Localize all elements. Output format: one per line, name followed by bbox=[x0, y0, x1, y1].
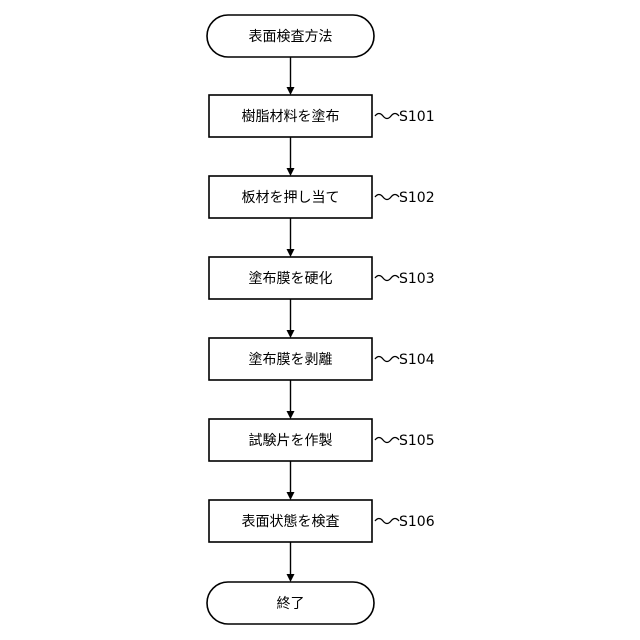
connector-s104-s105 bbox=[287, 380, 295, 419]
connector-s101-s102 bbox=[287, 137, 295, 176]
step-s103-label: 塗布膜を硬化 bbox=[249, 270, 333, 287]
step-s104-label: 塗布膜を剥離 bbox=[249, 351, 333, 368]
step-s102-code: S102 bbox=[399, 190, 435, 206]
arrow-down-icon bbox=[287, 574, 295, 582]
step-s102-label: 板材を押し当て bbox=[242, 190, 340, 206]
connector-s105-s106 bbox=[287, 461, 295, 500]
step-s104-code: S104 bbox=[399, 352, 435, 368]
step-s106: 表面状態を検査 S106 bbox=[209, 500, 435, 542]
step-s102: 板材を押し当て S102 bbox=[209, 176, 435, 218]
step-s106-code: S106 bbox=[399, 514, 435, 530]
connector-s103-s104 bbox=[287, 299, 295, 338]
arrow-down-icon bbox=[287, 249, 295, 257]
step-s103-code: S103 bbox=[399, 271, 435, 287]
arrow-down-icon bbox=[287, 168, 295, 176]
arrow-down-icon bbox=[287, 411, 295, 419]
end-terminal-label: 終了 bbox=[277, 596, 305, 612]
step-s104: 塗布膜を剥離 S104 bbox=[209, 338, 435, 380]
connector-s106-end bbox=[287, 542, 295, 582]
step-s101-code: S101 bbox=[399, 109, 435, 125]
arrow-down-icon bbox=[287, 492, 295, 500]
step-s106-leader bbox=[375, 519, 399, 524]
arrow-down-icon bbox=[287, 87, 295, 95]
end-terminal: 終了 bbox=[207, 582, 374, 624]
step-s105-label: 試験片を作製 bbox=[249, 433, 333, 449]
connector-start-s101 bbox=[287, 57, 295, 95]
connector-s102-s103 bbox=[287, 218, 295, 257]
step-s106-label: 表面状態を検査 bbox=[242, 514, 340, 530]
step-s105-code: S105 bbox=[399, 433, 435, 449]
step-s105: 試験片を作製 S105 bbox=[209, 419, 435, 461]
step-s102-leader bbox=[375, 195, 399, 200]
step-s105-leader bbox=[375, 438, 399, 443]
start-terminal: 表面検査方法 bbox=[207, 15, 374, 57]
step-s103-leader bbox=[375, 276, 399, 281]
arrow-down-icon bbox=[287, 330, 295, 338]
step-s103: 塗布膜を硬化 S103 bbox=[209, 257, 435, 299]
step-s101: 樹脂材料を塗布 S101 bbox=[209, 95, 435, 137]
step-s101-leader bbox=[375, 114, 399, 119]
step-s101-label: 樹脂材料を塗布 bbox=[242, 108, 340, 125]
start-terminal-label: 表面検査方法 bbox=[249, 29, 333, 45]
step-s104-leader bbox=[375, 357, 399, 362]
